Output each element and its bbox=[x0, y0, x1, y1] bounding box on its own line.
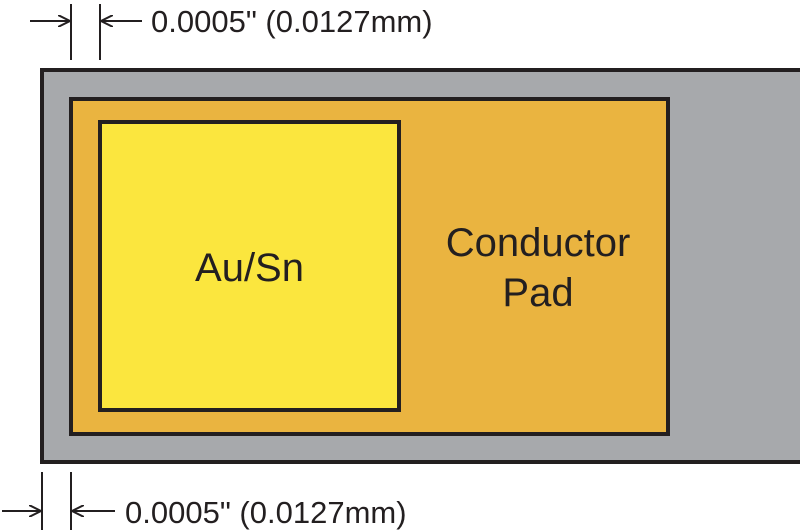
conductor-pad-label-line-2: Pad bbox=[502, 271, 574, 315]
conductor-pad-label: Conductor Pad bbox=[406, 218, 670, 318]
conductor-pad-label-line-1: Conductor bbox=[445, 221, 631, 265]
dimension-label-bottom: 0.0005" (0.0127mm) bbox=[125, 495, 407, 530]
au-sn-region bbox=[98, 120, 401, 412]
au-sn-label: Au/Sn bbox=[195, 246, 304, 290]
dimension-label-top: 0.0005" (0.0127mm) bbox=[151, 4, 433, 39]
